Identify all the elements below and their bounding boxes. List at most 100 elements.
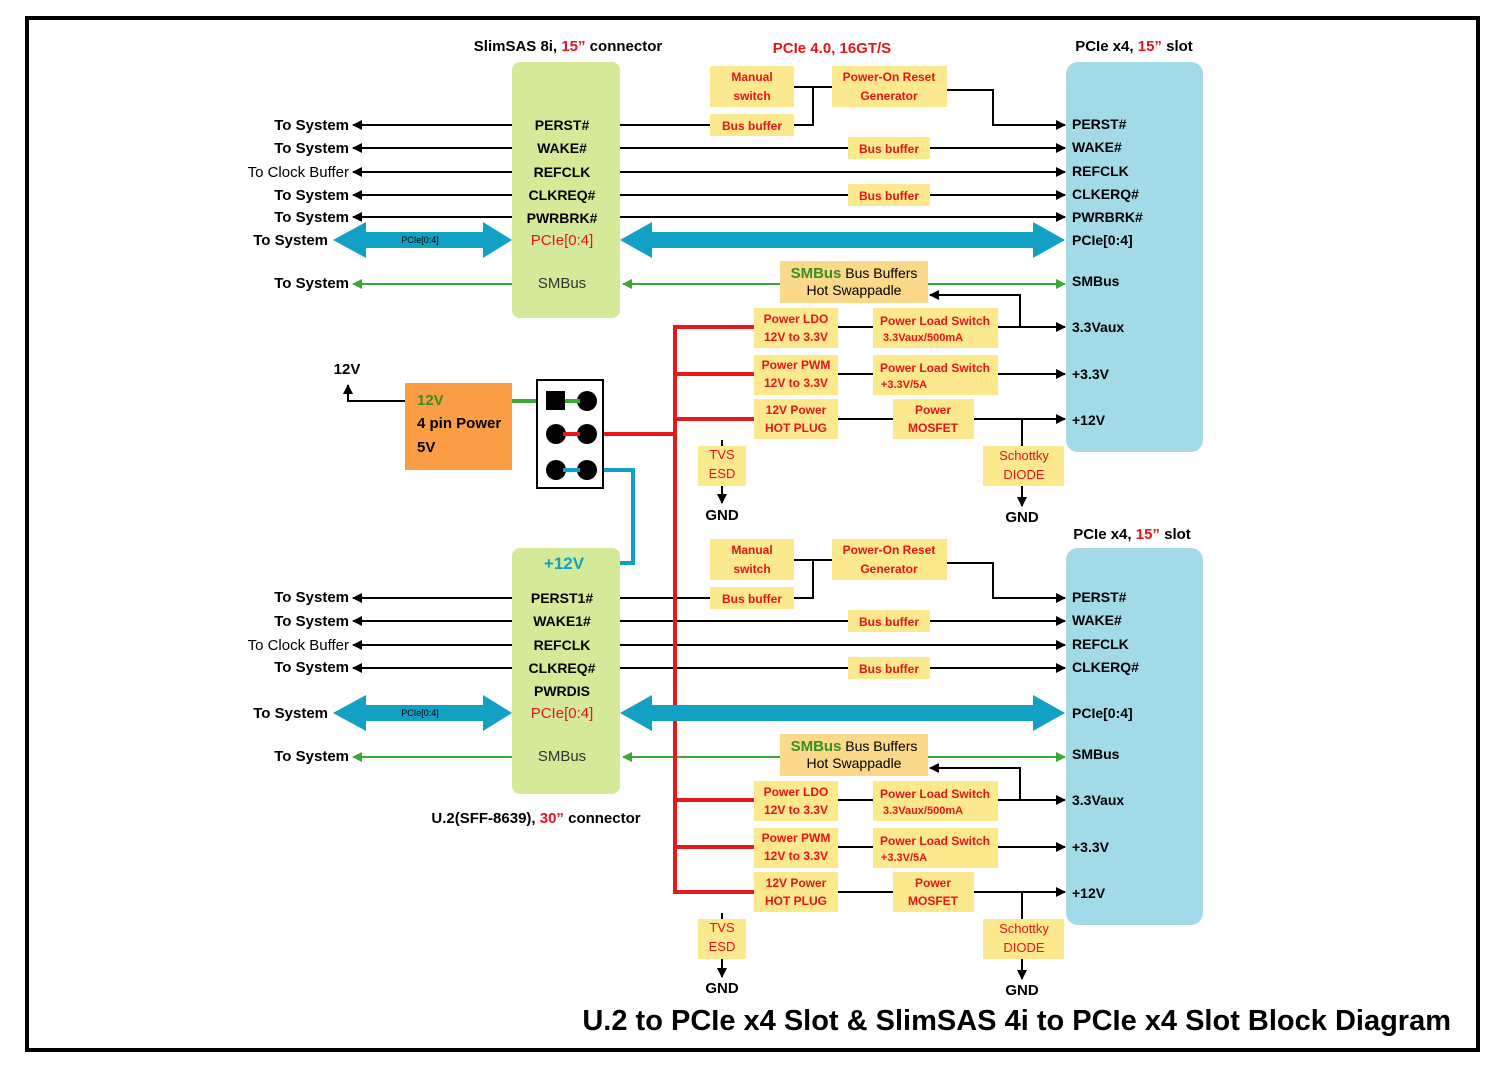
svg-text:CLKERQ#: CLKERQ# [1072,186,1139,202]
svg-text:DIODE: DIODE [1003,467,1045,482]
svg-text:Manual: Manual [731,543,772,557]
top-left-labels: To System To System To Clock Buffer To S… [248,117,349,292]
wires [343,86,1066,980]
svg-text:+3.3V/5A: +3.3V/5A [881,852,927,864]
top-connector-signals: PERST# WAKE# REFCLK CLKREQ# PWRBRK# PCIe… [527,117,598,292]
svg-text:REFCLK: REFCLK [534,637,591,653]
top-connector-title: SlimSAS 8i, 15” connector [474,38,663,55]
svg-text:Generator: Generator [860,562,918,576]
svg-text:Power PWM: Power PWM [762,358,831,372]
12v-out-label: 12V [334,361,361,378]
bottom-gnd-right: GND [1005,982,1039,999]
svg-text:12V Power: 12V Power [766,403,827,417]
top-slot-signals: PERST# WAKE# REFCLK CLKERQ# PWRBRK# PCIe… [1072,116,1143,428]
bottom-protection-labels: TVS ESD Schottky DIODE [709,920,1050,955]
diagram-frame [25,16,1480,1052]
svg-text:12V to 3.3V: 12V to 3.3V [764,330,828,344]
svg-text:Schottky: Schottky [999,921,1049,936]
svg-text:To System: To System [253,232,328,249]
svg-text:switch: switch [733,562,770,576]
svg-text:12V to 3.3V: 12V to 3.3V [764,376,828,390]
bottom-slot-signals: PERST# WAKE# REFCLK CLKERQ# PCIe[0:4] SM… [1072,589,1139,901]
top-smbus-buffer-label: SMBus Bus Buffers [791,265,918,282]
svg-text:To System: To System [274,659,349,676]
svg-text:SMBus: SMBus [1072,746,1120,762]
svg-text:WAKE#: WAKE# [1072,139,1122,155]
power-4pin-box [405,383,512,470]
svg-text:CLKREQ#: CLKREQ# [529,660,596,676]
power-box-5v: 5V [417,439,435,456]
svg-text:+3.3V/5A: +3.3V/5A [881,379,927,391]
svg-text:Power Load Switch: Power Load Switch [880,361,990,375]
bottom-connector-signals: PERST1# WAKE1# REFCLK CLKREQ# PWRDIS PCI… [529,590,596,765]
svg-text:WAKE#: WAKE# [1072,612,1122,628]
svg-text:REFCLK: REFCLK [1072,163,1129,179]
svg-text:+3.3V: +3.3V [1072,366,1110,382]
svg-text:Bus buffer: Bus buffer [722,592,782,606]
svg-text:PERST1#: PERST1# [531,590,593,606]
svg-text:To System: To System [274,140,349,157]
bottom-plus12v: +12V [544,554,585,573]
bottom-smbus-buffer-label: SMBus Bus Buffers [791,738,918,755]
power-header-pins [546,391,597,480]
svg-text:Bus buffer: Bus buffer [859,615,919,629]
svg-text:PWRBRK#: PWRBRK# [527,210,598,226]
svg-text:Power: Power [915,403,951,417]
svg-text:Power: Power [915,876,951,890]
svg-text:REFCLK: REFCLK [1072,636,1129,652]
svg-text:PCIe[0:4]: PCIe[0:4] [531,232,594,249]
svg-text:ESD: ESD [709,466,736,481]
svg-text:PCIe[0:4]: PCIe[0:4] [1072,232,1133,248]
top-box-labels: Manual switch Power-On Reset Generator B… [722,70,990,435]
top-gnd-right: GND [1005,509,1039,526]
svg-text:PWRDIS: PWRDIS [534,683,590,699]
top-slot-title: PCIe x4, 15” slot [1075,38,1193,55]
svg-text:3.3Vaux/500mA: 3.3Vaux/500mA [883,805,963,817]
bottom-hot-swap-label: Hot Swappadle [807,755,902,771]
bottom-slot-title: PCIe x4, 15” slot [1073,526,1191,543]
bottom-left-labels: To System To System To Clock Buffer To S… [248,589,349,765]
svg-text:To System: To System [274,117,349,134]
svg-text:Power Load Switch: Power Load Switch [880,834,990,848]
top-pcie-slot [1066,62,1203,452]
slimsas-connector [512,62,620,318]
svg-text:3.3Vaux: 3.3Vaux [1072,319,1124,335]
top-protection-labels: TVS ESD Schottky DIODE [709,447,1050,482]
svg-text:PCIe[0:4]: PCIe[0:4] [1072,705,1133,721]
svg-text:PCIe[0:4]: PCIe[0:4] [531,705,594,722]
top-gnd-left: GND [705,507,739,524]
svg-text:To System: To System [253,705,328,722]
svg-text:To System: To System [274,209,349,226]
svg-text:MOSFET: MOSFET [908,894,959,908]
svg-text:3.3Vaux: 3.3Vaux [1072,792,1124,808]
power-box-title: 4 pin Power [417,415,501,432]
svg-text:+12V: +12V [1072,412,1106,428]
bottom-pcie-slot [1066,548,1203,925]
svg-text:PERST#: PERST# [1072,116,1127,132]
bottom-connector-title: U.2(SFF-8639), 30” connector [431,810,640,827]
svg-text:To System: To System [274,613,349,630]
svg-text:Power PWM: Power PWM [762,831,831,845]
svg-text:12V Power: 12V Power [766,876,827,890]
svg-text:Generator: Generator [860,89,918,103]
bottom-component-boxes [698,539,1064,959]
bottom-gnd-left: GND [705,980,739,997]
svg-text:Power Load Switch: Power Load Switch [880,787,990,801]
bottom-box-labels: Manual switch Power-On Reset Generator B… [722,543,990,908]
svg-text:CLKREQ#: CLKREQ# [529,187,596,203]
svg-text:To System: To System [274,187,349,204]
svg-text:+12V: +12V [1072,885,1106,901]
svg-text:SMBus: SMBus [1072,273,1120,289]
top-speed-label: PCIe 4.0, 16GT/S [773,40,891,57]
svg-text:Bus buffer: Bus buffer [859,662,919,676]
svg-text:SMBus: SMBus [538,275,586,292]
svg-text:+3.3V: +3.3V [1072,839,1110,855]
svg-text:12V to 3.3V: 12V to 3.3V [764,803,828,817]
top-component-boxes [698,66,1064,486]
svg-text:HOT PLUG: HOT PLUG [765,421,827,435]
svg-text:Power LDO: Power LDO [764,312,829,326]
svg-text:To System: To System [274,275,349,292]
top-hot-swap-label: Hot Swappadle [807,282,902,298]
pcie-bus-arrows [333,222,1065,731]
